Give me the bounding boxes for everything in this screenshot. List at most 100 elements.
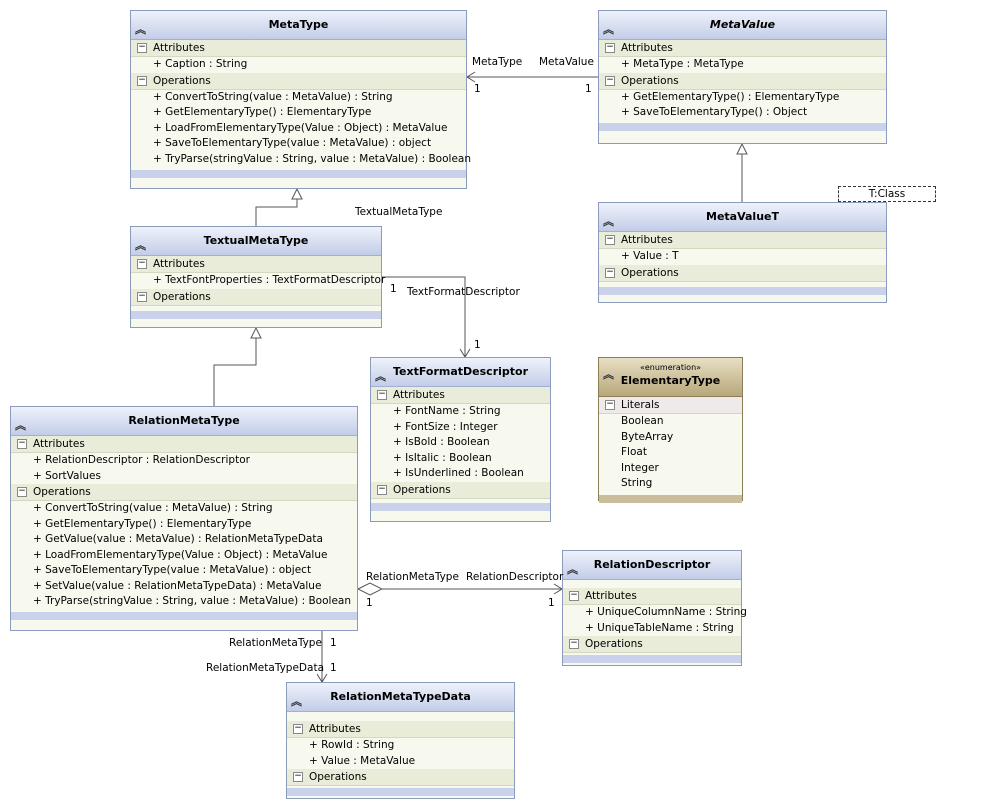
literal[interactable]: ByteArray bbox=[621, 430, 674, 443]
collapse-minus-icon[interactable]: − bbox=[605, 42, 615, 53]
class-relationmetatypedata[interactable]: ︽ RelationMetaTypeData −Attributes + RowI… bbox=[286, 682, 515, 799]
collapse-minus-icon[interactable]: − bbox=[17, 438, 27, 449]
role-label: TextFormatDescriptor bbox=[407, 286, 520, 298]
attribute[interactable]: + MetaType : MetaType bbox=[621, 58, 744, 70]
class-header: ︽TextFormatDescriptor bbox=[371, 358, 550, 387]
collapse-minus-icon[interactable]: − bbox=[377, 483, 387, 495]
collapse-icon[interactable]: ︽ bbox=[603, 23, 614, 36]
literal[interactable]: Float bbox=[621, 446, 647, 458]
operation[interactable]: + SetValue(value : RelationMetaTypeData)… bbox=[33, 579, 322, 592]
operation[interactable]: + TryParse(stringValue : String, value :… bbox=[33, 595, 351, 607]
attributes-section-header[interactable]: −Attributes bbox=[131, 40, 466, 57]
attributes-section-header[interactable]: −Attributes bbox=[599, 40, 886, 57]
class-metavalue[interactable]: ︽MetaValue −Attributes + MetaType : Meta… bbox=[598, 10, 887, 144]
operation[interactable]: + GetElementaryType() : ElementaryType bbox=[33, 517, 252, 530]
operation[interactable]: + ConvertToString(value : MetaValue) : S… bbox=[153, 90, 393, 103]
enum-elementarytype[interactable]: ︽ «enumeration» ElementaryType −Literals B… bbox=[598, 357, 743, 503]
class-name: MetaValueT bbox=[706, 210, 779, 223]
collapse-icon[interactable]: ︽ bbox=[603, 215, 614, 228]
literals-section-header[interactable]: −Literals bbox=[599, 397, 742, 414]
operation[interactable]: + SaveToElementaryType(value : MetaValue… bbox=[153, 137, 432, 149]
class-textformatdescriptor[interactable]: ︽TextFormatDescriptor −Attributes + Font… bbox=[370, 357, 551, 522]
collapse-minus-icon[interactable]: − bbox=[377, 389, 387, 400]
role-label: MetaType bbox=[472, 56, 523, 68]
attribute[interactable]: + UniqueTableName : String bbox=[585, 621, 734, 634]
attribute[interactable]: + TextFontProperties : TextFormatDescrip… bbox=[153, 274, 386, 286]
attributes-section-header[interactable]: −Attributes bbox=[11, 436, 357, 453]
class-textualmetatype[interactable]: ︽TextualMetaType −Attributes + TextFontP… bbox=[130, 226, 386, 328]
operation[interactable]: + GetValue(value : MetaValue) : Relation… bbox=[33, 533, 323, 545]
collapse-minus-icon[interactable]: − bbox=[605, 399, 615, 410]
collapse-icon[interactable]: ︽ bbox=[15, 419, 26, 432]
attributes-section-header[interactable]: −Attributes bbox=[131, 256, 381, 273]
attribute[interactable]: + FontSize : Integer bbox=[393, 420, 498, 433]
operations-section-header[interactable]: −Operations bbox=[11, 484, 357, 501]
class-name: RelationMetaTypeData bbox=[330, 690, 471, 703]
operations-section-header[interactable]: −Operations bbox=[287, 769, 514, 786]
collapse-icon[interactable]: ︽ bbox=[135, 23, 146, 36]
class-header: ︽RelationMetaType bbox=[11, 407, 357, 436]
attribute[interactable]: + IsUnderlined : Boolean bbox=[393, 467, 524, 479]
literal[interactable]: Boolean bbox=[621, 415, 664, 427]
attributes-section-header[interactable]: −Attributes bbox=[599, 232, 886, 249]
operation[interactable]: + LoadFromElementaryType(Value : Object)… bbox=[33, 548, 328, 561]
role-label: MetaValue bbox=[539, 56, 594, 68]
collapse-minus-icon[interactable]: − bbox=[137, 258, 147, 269]
class-name: ElementaryType bbox=[620, 374, 721, 387]
collapse-minus-icon[interactable]: − bbox=[569, 638, 579, 649]
operation[interactable]: + SaveToElementaryType() : Object bbox=[621, 106, 808, 118]
attributes-section-header[interactable]: −Attributes bbox=[371, 387, 550, 404]
collapse-icon[interactable]: ︽ bbox=[375, 370, 386, 383]
class-metatype[interactable]: ︽MetaType −Attributes + Caption : String… bbox=[130, 10, 471, 189]
class-metavaluet[interactable]: ︽ MetaValueT −Attributes + Value : T −Ope… bbox=[598, 202, 887, 303]
collapse-minus-icon[interactable]: − bbox=[605, 266, 615, 278]
assoc-textual-textformat bbox=[382, 276, 466, 357]
operations-section-header[interactable]: −Operations bbox=[371, 481, 550, 499]
operation[interactable]: + GetElementaryType() : ElementaryType bbox=[621, 90, 840, 103]
collapse-icon[interactable]: ︽ bbox=[603, 368, 614, 381]
stereotype-label: «enumeration» bbox=[639, 363, 702, 372]
attributes-section-header[interactable]: −Attributes bbox=[287, 721, 514, 738]
operations-section-header[interactable]: −Operations bbox=[599, 264, 886, 282]
operation[interactable]: + LoadFromElementaryType(Value : Object)… bbox=[153, 121, 448, 134]
collapse-minus-icon[interactable]: − bbox=[17, 486, 27, 497]
collapse-icon[interactable]: ︽ bbox=[135, 239, 146, 252]
attribute[interactable]: + Value : MetaValue bbox=[309, 754, 416, 767]
attributes-section-header[interactable]: −Attributes bbox=[563, 588, 741, 605]
collapse-minus-icon[interactable]: − bbox=[293, 723, 303, 734]
collapse-minus-icon[interactable]: − bbox=[137, 290, 147, 302]
attribute[interactable]: + SortValues bbox=[33, 469, 101, 482]
operation[interactable]: + SaveToElementaryType(value : MetaValue… bbox=[33, 564, 312, 576]
collapse-icon[interactable]: ︽ bbox=[567, 563, 578, 576]
operation[interactable]: + GetElementaryType() : ElementaryType bbox=[153, 106, 372, 118]
collapse-minus-icon[interactable]: − bbox=[605, 74, 615, 86]
attribute[interactable]: + IsItalic : Boolean bbox=[393, 451, 492, 464]
attribute[interactable]: + FontName : String bbox=[393, 405, 501, 417]
operations-section-header[interactable]: −Operations bbox=[599, 72, 886, 90]
class-header: ︽TextualMetaType bbox=[131, 227, 381, 256]
collapse-minus-icon[interactable]: − bbox=[605, 234, 615, 245]
attribute[interactable]: + RelationDescriptor : RelationDescripto… bbox=[33, 454, 250, 466]
literal[interactable]: String bbox=[621, 477, 653, 489]
collapse-minus-icon[interactable]: − bbox=[137, 42, 147, 53]
attribute[interactable]: + IsBold : Boolean bbox=[393, 436, 490, 448]
collapse-icon[interactable]: ︽ bbox=[291, 695, 302, 708]
attribute[interactable]: + Value : T bbox=[621, 250, 679, 262]
operation[interactable]: + ConvertToString(value : MetaValue) : S… bbox=[33, 502, 273, 514]
operation[interactable]: + TryParse(stringValue : String, value :… bbox=[153, 152, 471, 165]
multiplicity-label: 1 bbox=[585, 83, 592, 95]
collapse-minus-icon[interactable]: − bbox=[137, 74, 147, 86]
multiplicity-label: 1 bbox=[366, 597, 373, 609]
attribute[interactable]: + UniqueColumnName : String bbox=[585, 606, 747, 618]
literal[interactable]: Integer bbox=[621, 461, 659, 474]
class-relationmetatype[interactable]: ︽RelationMetaType −Attributes + Relation… bbox=[10, 406, 358, 631]
operations-section-header[interactable]: −Operations bbox=[131, 72, 466, 90]
class-relationdescriptor[interactable]: ︽RelationDescriptor −Attributes + Unique… bbox=[562, 550, 747, 666]
collapse-minus-icon[interactable]: − bbox=[293, 771, 303, 782]
attribute[interactable]: + Caption : String bbox=[153, 58, 248, 70]
attribute[interactable]: + RowId : String bbox=[309, 739, 395, 751]
collapse-minus-icon[interactable]: − bbox=[569, 590, 579, 601]
operations-section-header[interactable]: −Operations bbox=[563, 636, 741, 653]
role-label: RelationMetaType bbox=[229, 637, 322, 649]
operations-section-header[interactable]: −Operations bbox=[131, 288, 381, 306]
